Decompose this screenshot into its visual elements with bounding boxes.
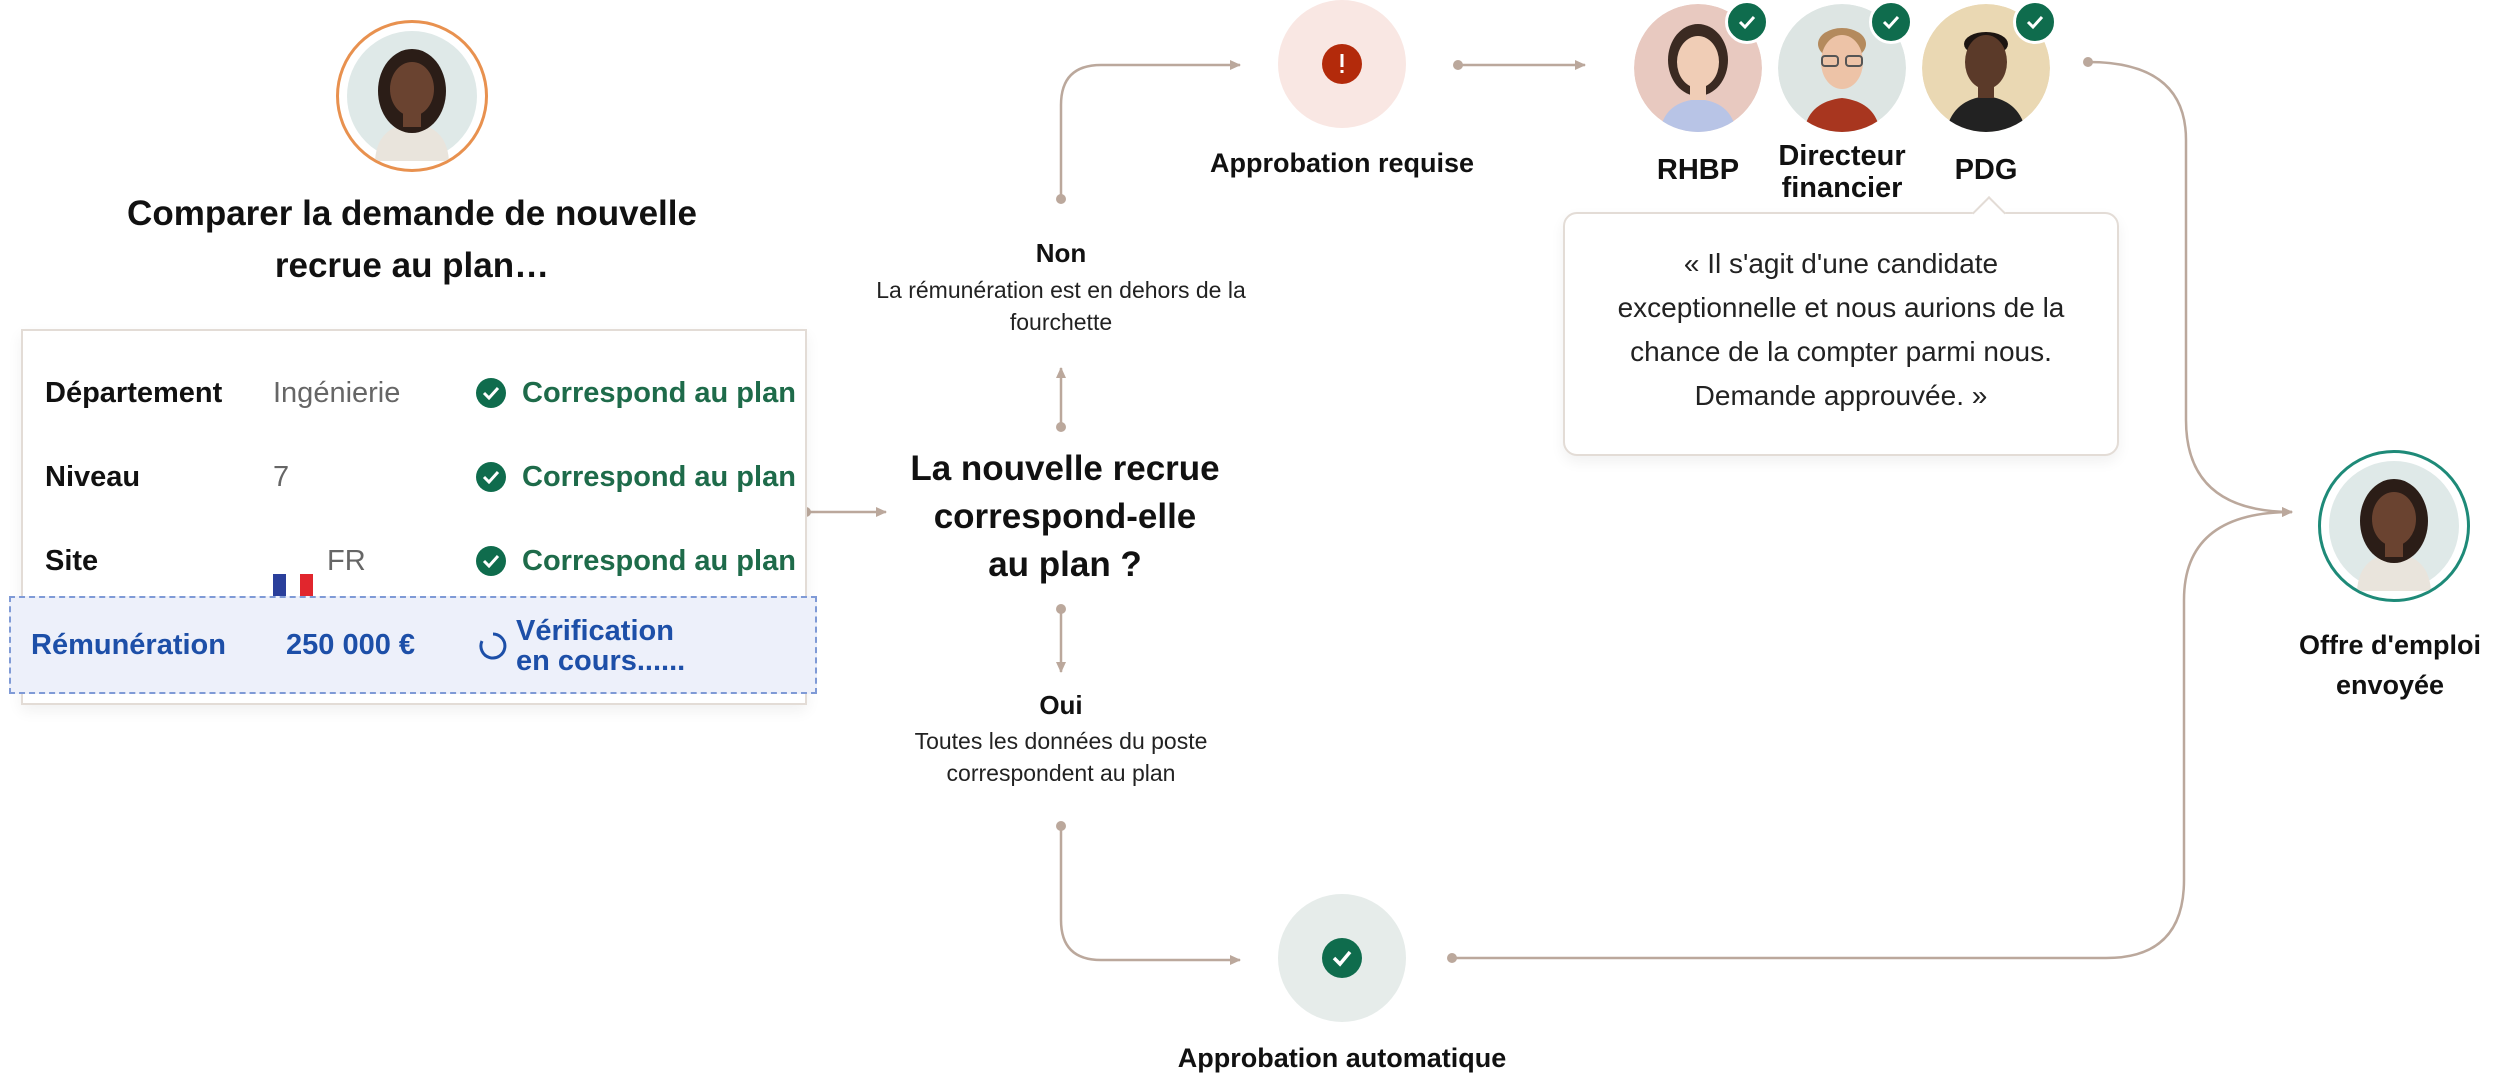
france-flag-icon: [273, 549, 313, 601]
person-portrait-icon: [2329, 461, 2459, 591]
row-status: Vérification en cours......: [516, 615, 686, 677]
check-icon: [476, 462, 506, 492]
comparison-card: Département Ingénierie Correspond au pla…: [9, 329, 817, 705]
row-value: 250 000 €: [286, 629, 416, 661]
row-status: Correspond au plan: [522, 461, 796, 493]
check-icon: [476, 546, 506, 576]
compare-title: Comparer la demande de nouvelle recrue a…: [127, 194, 697, 285]
approver-label: PDG: [1954, 154, 2018, 186]
branch-yes-description: Toutes les données du poste corresponden…: [914, 728, 1208, 786]
auto-approval-node: [1278, 894, 1406, 1022]
approved-check-icon: [2013, 0, 2057, 44]
approver-quote-bubble: « Il s'agit d'une candidate exceptionnel…: [1563, 196, 2119, 456]
approved-check-icon: [1869, 0, 1913, 44]
row-label: Niveau: [45, 461, 141, 493]
table-row: Site FR Correspond au plan: [23, 519, 805, 603]
approval-required-node: [1278, 0, 1406, 128]
check-icon: [1322, 938, 1362, 978]
decision-question: La nouvelle recrue correspond-elle au pl…: [910, 449, 1220, 584]
row-value: 7: [273, 461, 290, 493]
check-icon: [476, 378, 506, 408]
compensation-row: Rémunération 250 000 € Vérification en c…: [9, 596, 817, 694]
branch-no-description: La rémunération est en dehors de la four…: [876, 277, 1246, 335]
auto-approval-label: Approbation automatique: [1177, 1043, 1507, 1073]
row-status: Correspond au plan: [522, 377, 796, 409]
row-label: Département: [45, 377, 223, 409]
row-label: Site: [45, 545, 99, 577]
exclamation-icon: [1322, 44, 1362, 84]
row-value: FR: [273, 519, 366, 603]
branch-no-title: Non: [1035, 238, 1087, 268]
person-portrait-icon: [347, 31, 477, 161]
approver-label: RHBP: [1656, 154, 1740, 186]
table-row: Niveau 7 Correspond au plan: [23, 435, 805, 519]
approver-label: Directeur financier: [1778, 140, 1906, 204]
branch-yes-title: Oui: [1039, 690, 1083, 720]
approved-check-icon: [1725, 0, 1769, 44]
row-status: Correspond au plan: [522, 545, 796, 577]
offer-sent-label: Offre d'emploi envoyée: [2299, 630, 2481, 700]
approval-required-label: Approbation requise: [1209, 148, 1474, 178]
row-label: Rémunération: [31, 629, 226, 661]
quote-text: « Il s'agit d'une candidate exceptionnel…: [1617, 248, 2065, 411]
row-value: Ingénierie: [273, 377, 401, 409]
final-candidate-avatar: [2318, 450, 2470, 602]
candidate-avatar: [336, 20, 488, 172]
loading-spinner-icon: [479, 632, 507, 660]
table-row: Département Ingénierie Correspond au pla…: [23, 351, 805, 435]
